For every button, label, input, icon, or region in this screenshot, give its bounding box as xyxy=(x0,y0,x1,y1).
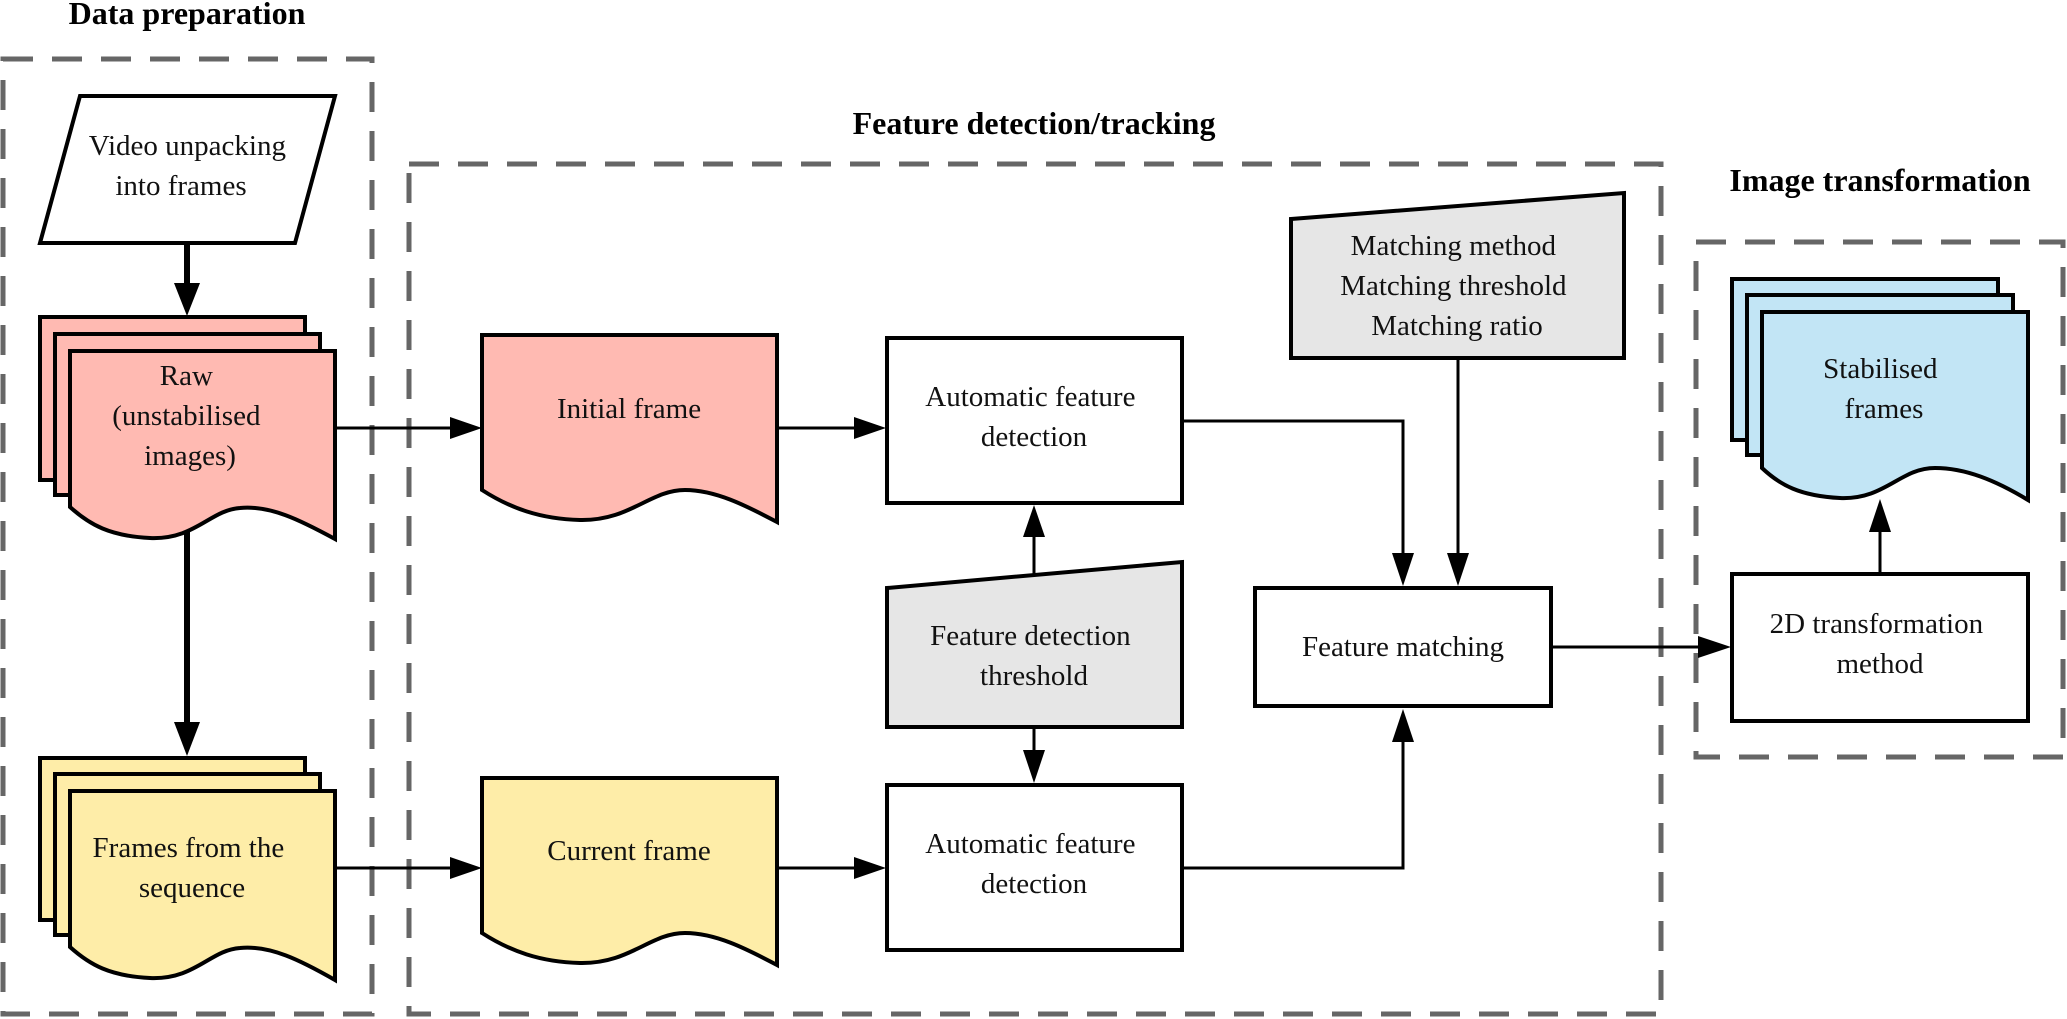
group-data-preparation: Data preparation xyxy=(0,0,375,1017)
fd-threshold-label: Feature detection threshold xyxy=(930,620,1138,692)
feature-matching-shape xyxy=(1253,586,1553,708)
connectors xyxy=(174,243,1891,879)
group-feature-detection: Feature detection/tracking xyxy=(406,105,1664,1017)
node-video-unpacking[interactable]: Video unpacking into frames xyxy=(37,94,338,245)
matching-params-shape xyxy=(1289,190,1626,360)
fd-threshold-shape xyxy=(885,559,1184,729)
video-unpacking-shape xyxy=(37,94,338,245)
group-border-feature-detection xyxy=(406,161,1664,1017)
arrowhead-video-to-raw xyxy=(174,283,200,316)
frames-sequence-label: Frames from the sequence xyxy=(93,832,292,904)
raw-images-page-front xyxy=(68,349,337,543)
arrowhead-afd-top-to-matching xyxy=(1392,553,1414,586)
arrowhead-raw-to-initial xyxy=(450,417,482,439)
afd-bottom-shape xyxy=(885,783,1184,952)
stabilised-frames-page-front xyxy=(1760,310,2030,504)
group-title-feature-detection: Feature detection/tracking xyxy=(853,105,1216,141)
current-frame-label: Current frame xyxy=(547,835,710,867)
initial-frame-label: Initial frame xyxy=(557,393,701,425)
arrowhead-current-to-afd-bottom xyxy=(854,857,886,879)
stabilised-frames-label: Stabilised frames xyxy=(1823,353,1945,425)
arrowhead-threshold-to-afd-top xyxy=(1023,505,1045,537)
node-feature-matching[interactable]: Feature matching xyxy=(1253,586,1553,708)
node-frames-sequence[interactable]: Frames from the sequence xyxy=(38,756,337,984)
arrowhead-params-to-matching xyxy=(1447,553,1469,586)
node-current-frame[interactable]: Current frame xyxy=(480,776,779,969)
arrowhead-initial-to-afd-top xyxy=(854,417,886,439)
arrowhead-sequence-to-current xyxy=(450,857,482,879)
afd-bottom-label: Automatic feature detection xyxy=(925,828,1142,900)
node-stabilised-frames[interactable]: Stabilised frames xyxy=(1730,277,2030,504)
group-image-transformation: Image transformation xyxy=(1693,162,2066,760)
arrowhead-transformation-to-stabilised xyxy=(1869,499,1891,532)
transformation-label: 2D transformation method xyxy=(1770,608,1991,680)
node-initial-frame[interactable]: Initial frame xyxy=(480,333,779,526)
group-border-data-preparation xyxy=(0,56,375,1017)
arrowhead-raw-to-sequence xyxy=(174,722,200,756)
afd-top-shape xyxy=(885,336,1184,505)
transformation-shape xyxy=(1730,572,2030,723)
node-fd-threshold[interactable]: Feature detection threshold xyxy=(885,559,1184,729)
node-matching-params[interactable]: Matching method Matching threshold Match… xyxy=(1289,190,1626,360)
arrowhead-matching-to-transformation xyxy=(1698,636,1731,658)
video-unpacking-label: Video unpacking into frames xyxy=(89,130,293,202)
initial-frame-shape xyxy=(480,333,779,526)
feature-matching-label: Feature matching xyxy=(1302,631,1504,663)
frames-sequence-page-front xyxy=(68,789,337,984)
afd-top-label: Automatic feature detection xyxy=(925,381,1142,453)
matching-params-label: Matching method Matching threshold Match… xyxy=(1340,230,1574,342)
group-title-image-transformation: Image transformation xyxy=(1729,162,2030,198)
node-raw-images[interactable]: Raw (unstabilised images) xyxy=(38,315,337,543)
node-afd-top[interactable]: Automatic feature detection xyxy=(885,336,1184,505)
edge-afd-top-to-matching xyxy=(1182,419,1405,555)
arrowhead-threshold-to-afd-bottom xyxy=(1023,750,1045,783)
node-afd-bottom[interactable]: Automatic feature detection xyxy=(885,783,1184,952)
edge-afd-bottom-to-matching xyxy=(1182,740,1405,870)
raw-images-label: Raw (unstabilised images) xyxy=(112,360,267,472)
arrowhead-afd-bottom-to-matching xyxy=(1392,709,1414,742)
group-title-data-preparation: Data preparation xyxy=(69,0,306,31)
node-transformation[interactable]: 2D transformation method xyxy=(1730,572,2030,723)
current-frame-shape xyxy=(480,776,779,969)
